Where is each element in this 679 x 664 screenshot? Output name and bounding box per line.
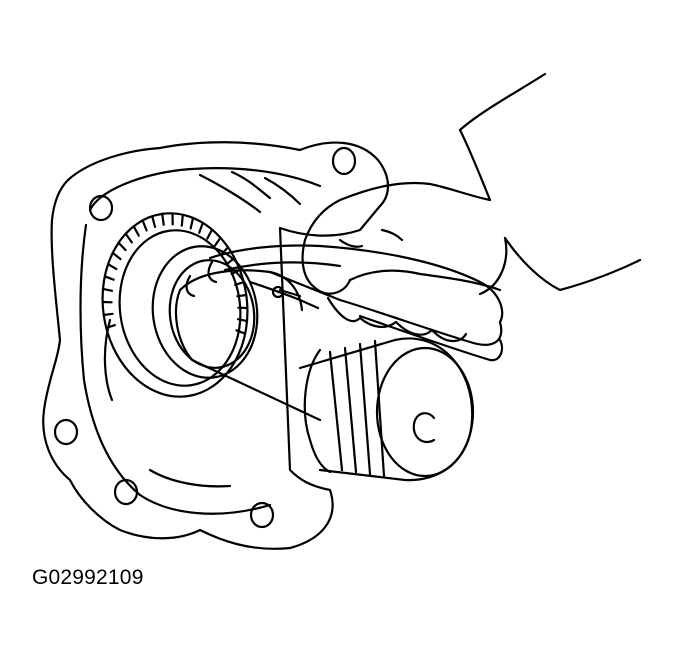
gear-tooth — [111, 251, 122, 261]
gear-tooth — [206, 228, 214, 240]
gear-tooth — [103, 275, 115, 281]
figure-code-label: G02992109 — [32, 566, 144, 589]
gear-tooth — [132, 225, 140, 237]
bolt-hole-upper-left — [88, 194, 114, 222]
gear-tooth — [161, 212, 165, 226]
bolt-hole-bottom-right — [249, 501, 275, 529]
shaft-end-face — [375, 346, 475, 478]
bolt-hole-bottom-left — [113, 478, 139, 506]
snap-ring — [151, 245, 259, 379]
bolt-hole-lower-left — [53, 418, 79, 446]
housing-case — [42, 141, 390, 550]
gear-tooth — [198, 221, 204, 234]
gear-tooth — [189, 216, 195, 230]
gear-tooth — [236, 293, 248, 298]
gear-tooth — [106, 263, 118, 271]
gear-teeth — [101, 212, 249, 335]
gear-tooth — [141, 219, 148, 232]
gear-tooth — [105, 324, 117, 329]
gear-tooth — [102, 312, 114, 317]
gear-tooth — [236, 318, 249, 323]
gear-tooth — [180, 213, 184, 227]
gear-tooth — [235, 329, 247, 335]
gear-tooth — [101, 287, 114, 292]
bolt-holes — [53, 146, 357, 529]
gear-tooth — [117, 241, 127, 252]
technician-hand — [301, 72, 642, 343]
gear-ring — [101, 212, 249, 398]
bolt-hole-top — [331, 146, 357, 176]
gear-tooth — [234, 281, 245, 286]
gear-tooth — [213, 236, 222, 247]
output-shaft — [174, 269, 475, 482]
gear-tooth — [151, 215, 157, 228]
snap-ring-pliers — [185, 244, 504, 362]
gear-tooth — [124, 232, 133, 244]
